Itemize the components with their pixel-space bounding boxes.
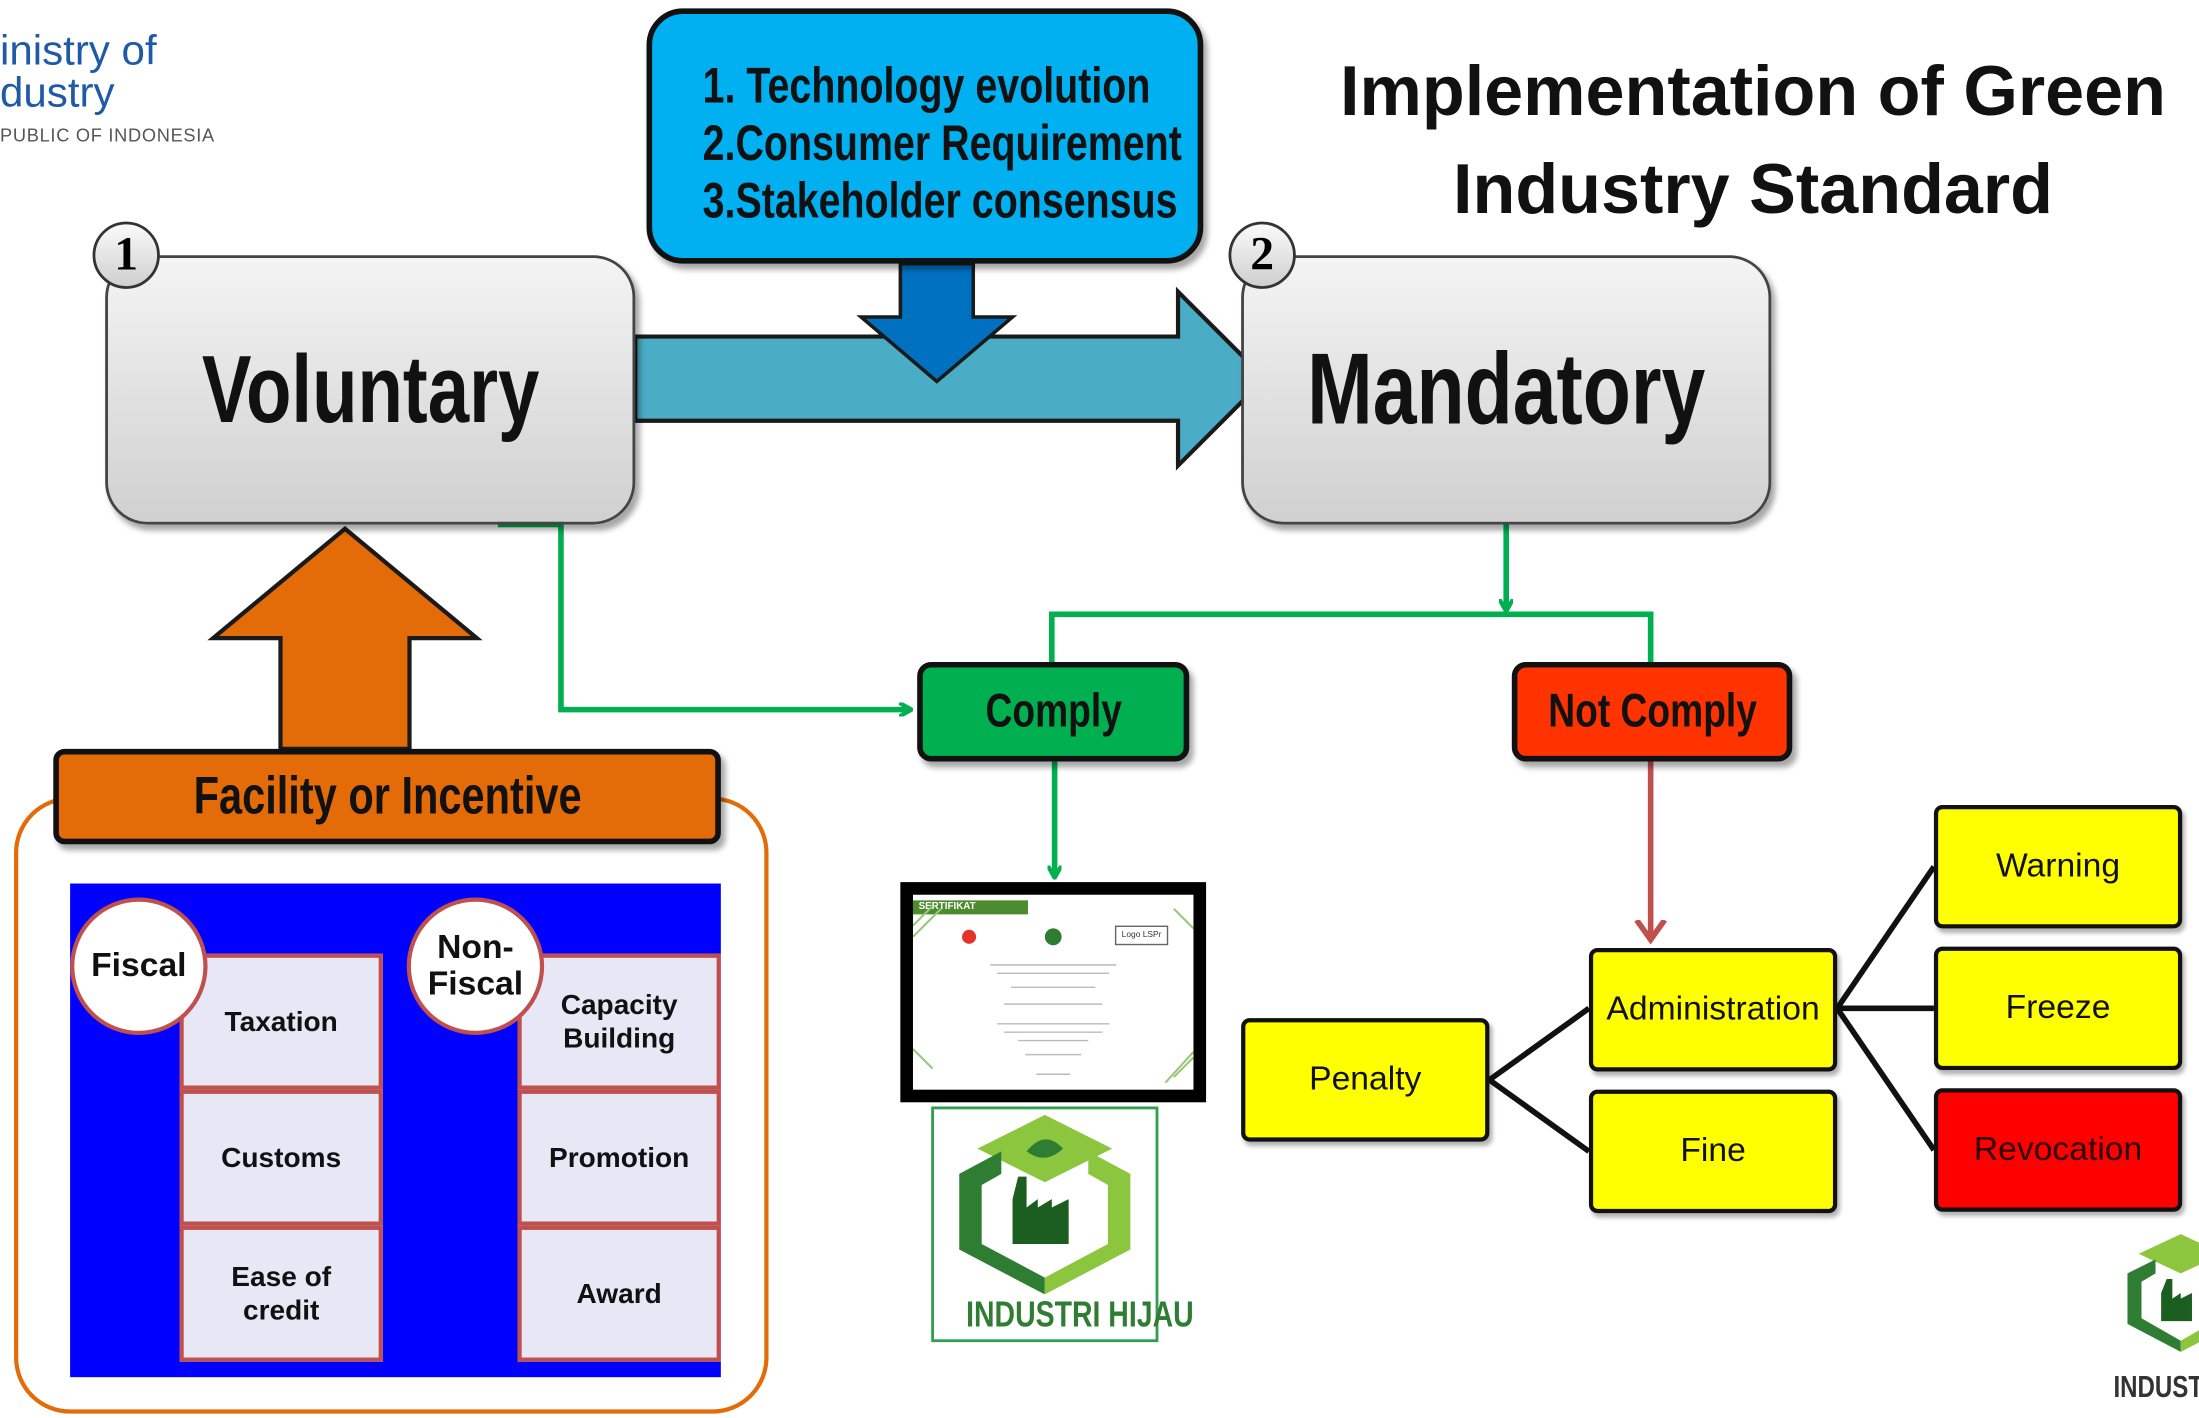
title-line-1: Implementation of Green [1340,51,2167,131]
fiscal-item-ease-of-credit: Ease of credit [179,1225,383,1362]
main-transition-arrow [633,286,1268,471]
warning-box: Warning [1933,804,2183,929]
fiscal-circle: Fiscal [70,897,208,1035]
penalty-branches [1487,865,1937,1154]
industri-corner-logo: INDUSTRI [2111,1231,2199,1418]
incentive-up-arrow [207,525,483,751]
revocation-box: Revocation [1933,1088,2183,1212]
fiscal-item-customs: Customs [179,1089,383,1226]
logo-line-3: PUBLIC OF INDONESIA [0,124,215,146]
certificate-header: SERTIFIKAT [912,900,1028,915]
nonfiscal-item-promotion: Promotion [517,1089,721,1226]
penalty-box: Penalty [1241,1018,1490,1142]
industri-corner-text: INDUSTRI [2113,1368,2199,1404]
driver-item-3: 3.Stakeholder consensus [702,171,1178,229]
driver-item-2: 2.Consumer Requirement [702,113,1182,172]
voluntary-box: Voluntary [105,255,636,525]
step-number-1: 1 [92,221,160,289]
fiscal-item-taxation: Taxation [179,953,383,1090]
ministry-logo: inistry of dustry PUBLIC OF INDONESIA [0,28,280,157]
fine-box: Fine [1588,1089,1838,1214]
drivers-box: 1. Technology evolution 2.Consumer Requi… [646,8,1204,264]
voluntary-label: Voluntary [201,336,540,444]
logo-line-2: dustry [0,70,115,117]
not-comply-box: Not Comply [1511,661,1793,762]
facility-incentive-bar: Facility or Incentive [53,748,721,845]
administration-box: Administration [1588,948,1838,1072]
step-number-2: 2 [1228,221,1296,289]
nonfiscal-circle: Non-Fiscal [406,897,545,1035]
comply-box: Comply [917,661,1190,762]
nonfiscal-item-capacity-building: Capacity Building [517,953,721,1090]
drivers-down-arrow [856,261,1018,384]
certificate-image: SERTIFIKAT Logo LSPr [900,882,1207,1103]
driver-item-1: 1. Technology evolution [702,56,1151,114]
nonfiscal-item-award: Award [517,1225,721,1362]
page-title: Implementation of Green Industry Standar… [1290,42,2199,238]
industri-hijau-logo: INDUSTRI HIJAU [931,1106,1194,1343]
certificate-logo-box: Logo LSPr [1114,925,1169,946]
mandatory-label: Mandatory [1307,333,1706,446]
mandatory-box: Mandatory [1241,255,1772,525]
industri-hijau-text: INDUSTRI HIJAU [966,1293,1194,1336]
title-line-2: Industry Standard [1453,150,2054,229]
logo-line-1: inistry of [0,28,157,75]
freeze-box: Freeze [1933,946,2183,1071]
